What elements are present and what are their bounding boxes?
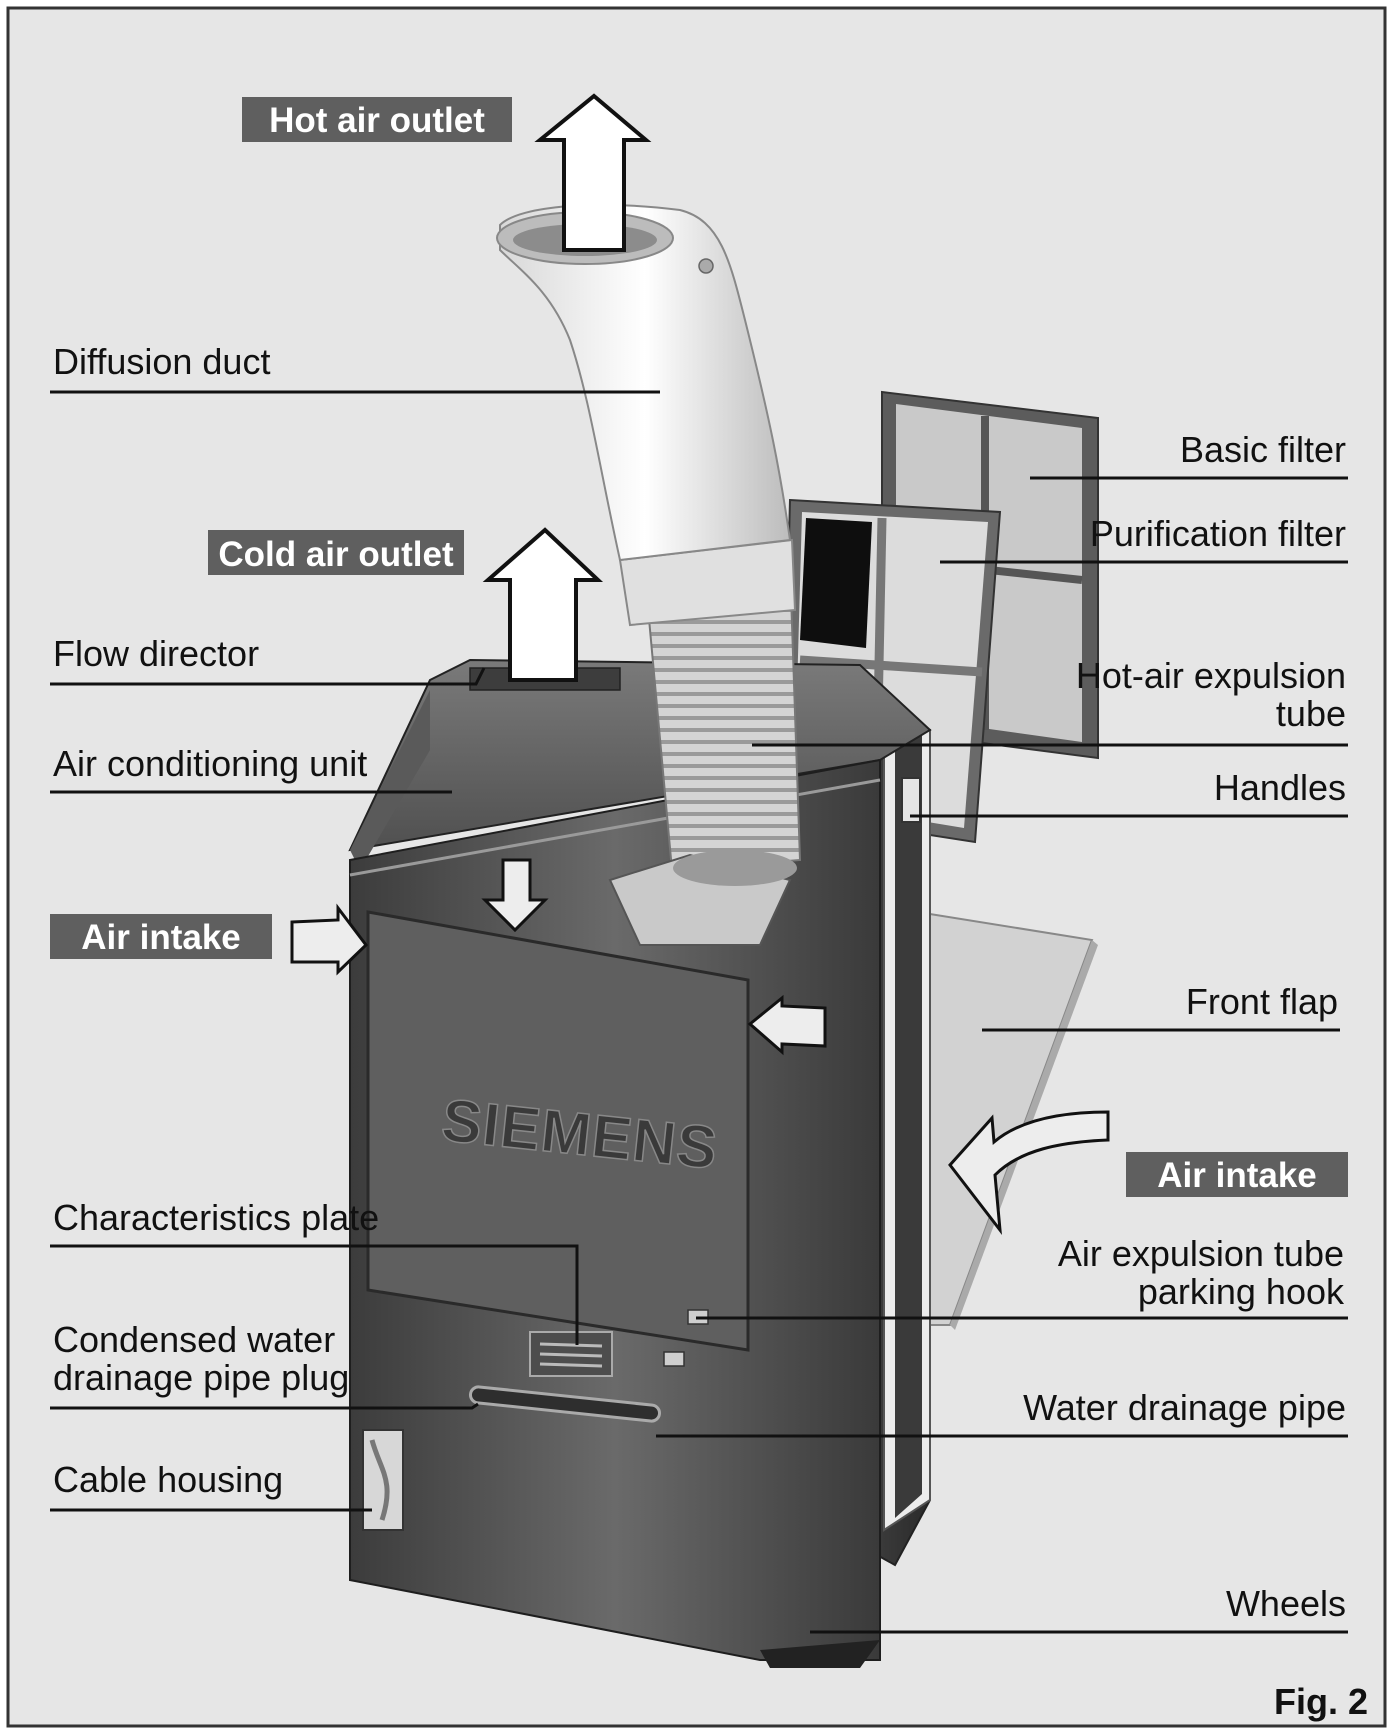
handle [901,777,921,823]
label-flow-director: Flow director [53,633,259,674]
svg-text:Air intake: Air intake [81,918,241,957]
label-air-conditioning-unit: Air conditioning unit [53,743,367,784]
figure-caption: Fig. 2 [1274,1681,1368,1722]
diffusion-duct [496,204,802,946]
label-purification-filter: Purification filter [1090,513,1346,554]
label-wheels: Wheels [1226,1583,1346,1624]
label-water-drainage-pipe: Water drainage pipe [1023,1387,1346,1428]
svg-text:Cold air outlet: Cold air outlet [218,535,454,574]
label-diffusion-duct: Diffusion duct [53,341,270,382]
callout-hot-air-outlet: Hot air outlet [242,97,512,142]
svg-text:Air intake: Air intake [1157,1156,1317,1195]
air-conditioning-unit-body: SIEMENS [348,658,932,1668]
hot-air-arrow [534,93,652,252]
label-parking-hook-line2: parking hook [1138,1271,1345,1312]
label-handles: Handles [1214,767,1346,808]
intake-arrow-front [747,994,827,1056]
label-cable-housing: Cable housing [53,1459,283,1500]
intake-arrow-left [290,903,368,976]
label-parking-hook-line1: Air expulsion tube [1058,1233,1344,1274]
label-front-flap: Front flap [1186,981,1338,1022]
svg-text:Hot air outlet: Hot air outlet [269,101,485,140]
callout-air-intake-left: Air intake [50,914,272,959]
label-condensed-water-line1: Condensed water [53,1319,335,1360]
label-hot-air-expulsion-line2: tube [1276,693,1346,734]
label-basic-filter: Basic filter [1180,429,1346,470]
intake-arrow-top [481,858,549,933]
label-hot-air-expulsion-line1: Hot-air expulsion [1076,655,1346,696]
label-condensed-water-line2: drainage pipe plug [53,1357,349,1398]
label-characteristics-plate: Characteristics plate [53,1197,379,1238]
cold-air-arrow [482,527,604,682]
intake-arrow-side [948,1110,1110,1236]
leader-lines [50,390,1348,1634]
water-drainage-pipe [468,1385,662,1423]
callout-cold-air-outlet: Cold air outlet [208,530,464,575]
callout-air-intake-right: Air intake [1126,1152,1348,1197]
